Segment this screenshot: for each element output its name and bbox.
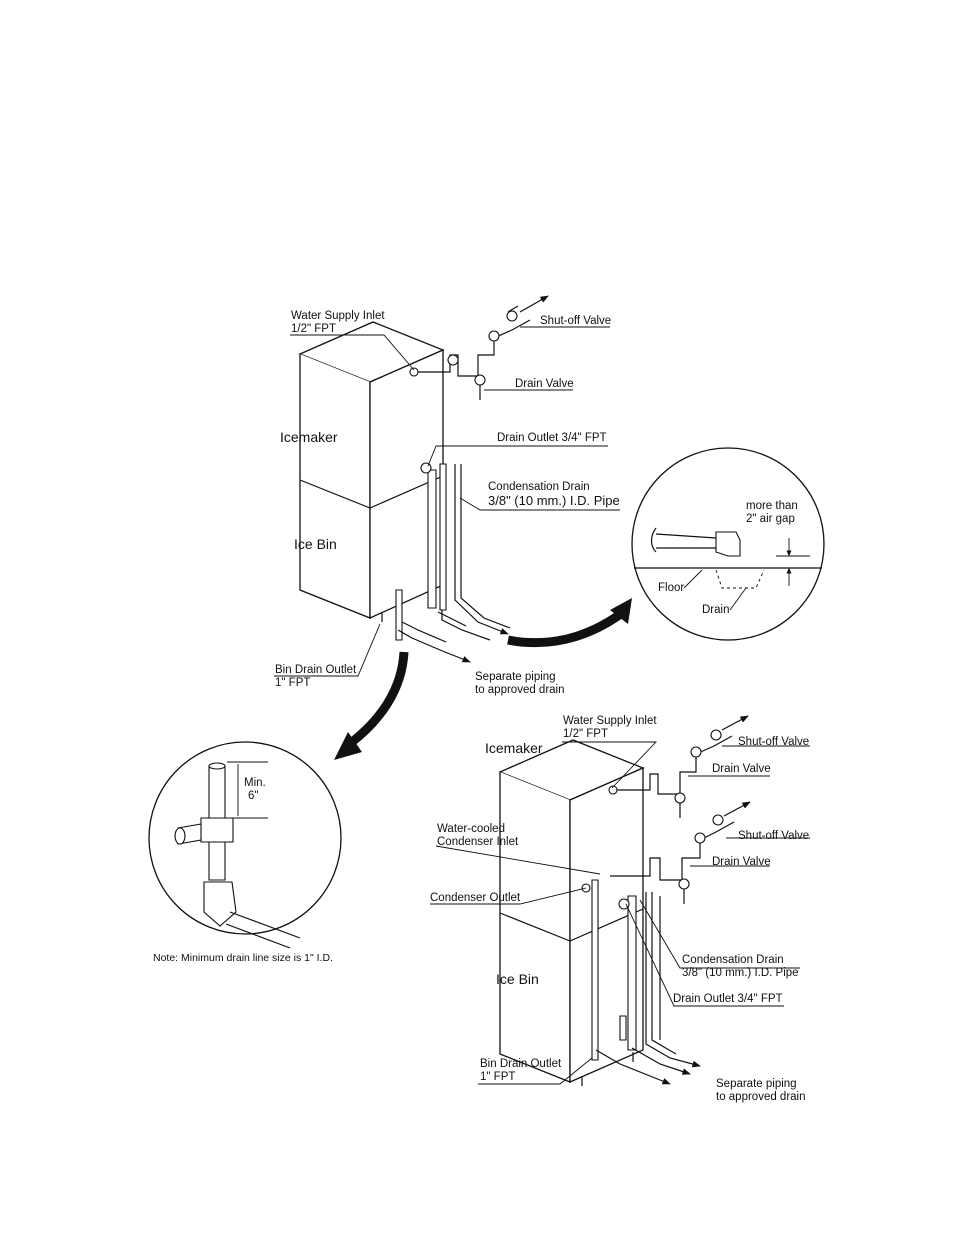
upper-bin-drain-outlet-line2: 1" FPT <box>275 677 311 689</box>
upper-unit <box>298 321 445 622</box>
upper-water-supply-inlet-label: Water Supply Inlet 1/2" FPT <box>291 310 385 336</box>
min-height-line1: Min. <box>244 777 266 789</box>
upper-condensation-drain-label: Condensation Drain 3/8" (10 mm.) I.D. Pi… <box>488 481 620 507</box>
lower-drain-outlet-label: Drain Outlet 3/4" FPT <box>673 993 783 1005</box>
upper-drain-outlet-label: Drain Outlet 3/4" FPT <box>497 432 607 444</box>
condenser-inlet-line2: Condenser Inlet <box>437 836 519 848</box>
upper-icemaker-label: Icemaker <box>280 429 338 445</box>
arrow-to-drain-detail <box>349 651 409 746</box>
min-drain-note: Note: Minimum drain line size is 1" I.D. <box>153 952 333 964</box>
lower-unit <box>498 739 645 1086</box>
lower-separate-piping-line1: Separate piping <box>716 1078 797 1090</box>
condenser-inlet-label: Water-cooled Condenser Inlet <box>437 823 518 849</box>
upper-leaders <box>274 326 620 677</box>
lower-drain-piping <box>581 879 701 1085</box>
air-gap-line1: more than <box>746 500 798 512</box>
upper-supply-piping <box>409 295 549 400</box>
upper-shutoff-valve-label: Shut-off Valve <box>540 315 612 327</box>
upper-drain-valve-label: Drain Valve <box>515 378 574 390</box>
lower-drain-valve-1-label: Drain Valve <box>712 763 771 775</box>
upper-condensation-drain-line2: 3/8" (10 mm.) I.D. Pipe <box>488 493 620 508</box>
lower-water-supply-inlet-label: Water Supply Inlet 1/2" FPT <box>563 715 657 741</box>
drain-label: Drain <box>702 604 730 616</box>
lower-water-supply-inlet-line2: 1/2" FPT <box>563 728 608 740</box>
upper-separate-piping-line2: to approved drain <box>475 684 565 696</box>
lower-icemaker-label: Icemaker <box>485 740 543 756</box>
lower-ice-bin-label: Ice Bin <box>496 971 539 987</box>
upper-water-supply-inlet-line2: 1/2" FPT <box>291 323 336 335</box>
lower-leaders <box>430 741 810 1085</box>
lower-condensation-drain-line2: 3/8" (10 mm.) I.D. Pipe <box>682 967 799 979</box>
air-gap-label: more than 2" air gap <box>746 500 798 526</box>
upper-bin-drain-outlet-label: Bin Drain Outlet 1" FPT <box>275 664 356 690</box>
upper-water-supply-inlet-line1: Water Supply Inlet <box>291 310 385 322</box>
lower-water-supply-inlet-line1: Water Supply Inlet <box>563 715 657 727</box>
upper-condensation-drain-line1: Condensation Drain <box>488 481 590 493</box>
upper-ice-bin-label: Ice Bin <box>294 536 337 552</box>
upper-bin-drain-outlet-line1: Bin Drain Outlet <box>275 664 357 676</box>
floor-label: Floor <box>658 582 685 594</box>
lower-separate-piping-line2: to approved drain <box>716 1091 806 1103</box>
condenser-outlet-label: Condenser Outlet <box>430 892 521 904</box>
lower-supply-piping <box>608 715 751 904</box>
lower-condensation-drain-line1: Condensation Drain <box>682 954 784 966</box>
upper-separate-piping-label: Separate piping to approved drain <box>475 671 565 697</box>
upper-drain-piping <box>395 462 511 663</box>
lower-shutoff-valve-2-label: Shut-off Valve <box>738 830 810 842</box>
lower-bin-drain-outlet-line2: 1" FPT <box>480 1071 516 1083</box>
min-height-line2: 6" <box>248 790 259 802</box>
lower-condensation-drain-label: Condensation Drain 3/8" (10 mm.) I.D. Pi… <box>682 954 799 980</box>
min-height-label: Min. 6" <box>244 777 266 803</box>
lower-bin-drain-outlet-label: Bin Drain Outlet 1" FPT <box>480 1058 561 1084</box>
upper-separate-piping-line1: Separate piping <box>475 671 556 683</box>
condenser-inlet-line1: Water-cooled <box>437 823 505 835</box>
lower-shutoff-valve-1-label: Shut-off Valve <box>738 736 810 748</box>
arrow-head-airgap <box>610 598 632 624</box>
lower-drain-valve-2-label: Drain Valve <box>712 856 771 868</box>
lower-bin-drain-outlet-line1: Bin Drain Outlet <box>480 1058 562 1070</box>
drain-detail <box>148 741 342 949</box>
arrow-head-drain <box>334 732 362 760</box>
air-gap-line2: 2" air gap <box>746 513 795 525</box>
air-gap-detail <box>631 447 825 641</box>
arrow-to-airgap-detail <box>507 606 629 648</box>
lower-separate-piping-label: Separate piping to approved drain <box>716 1078 806 1104</box>
